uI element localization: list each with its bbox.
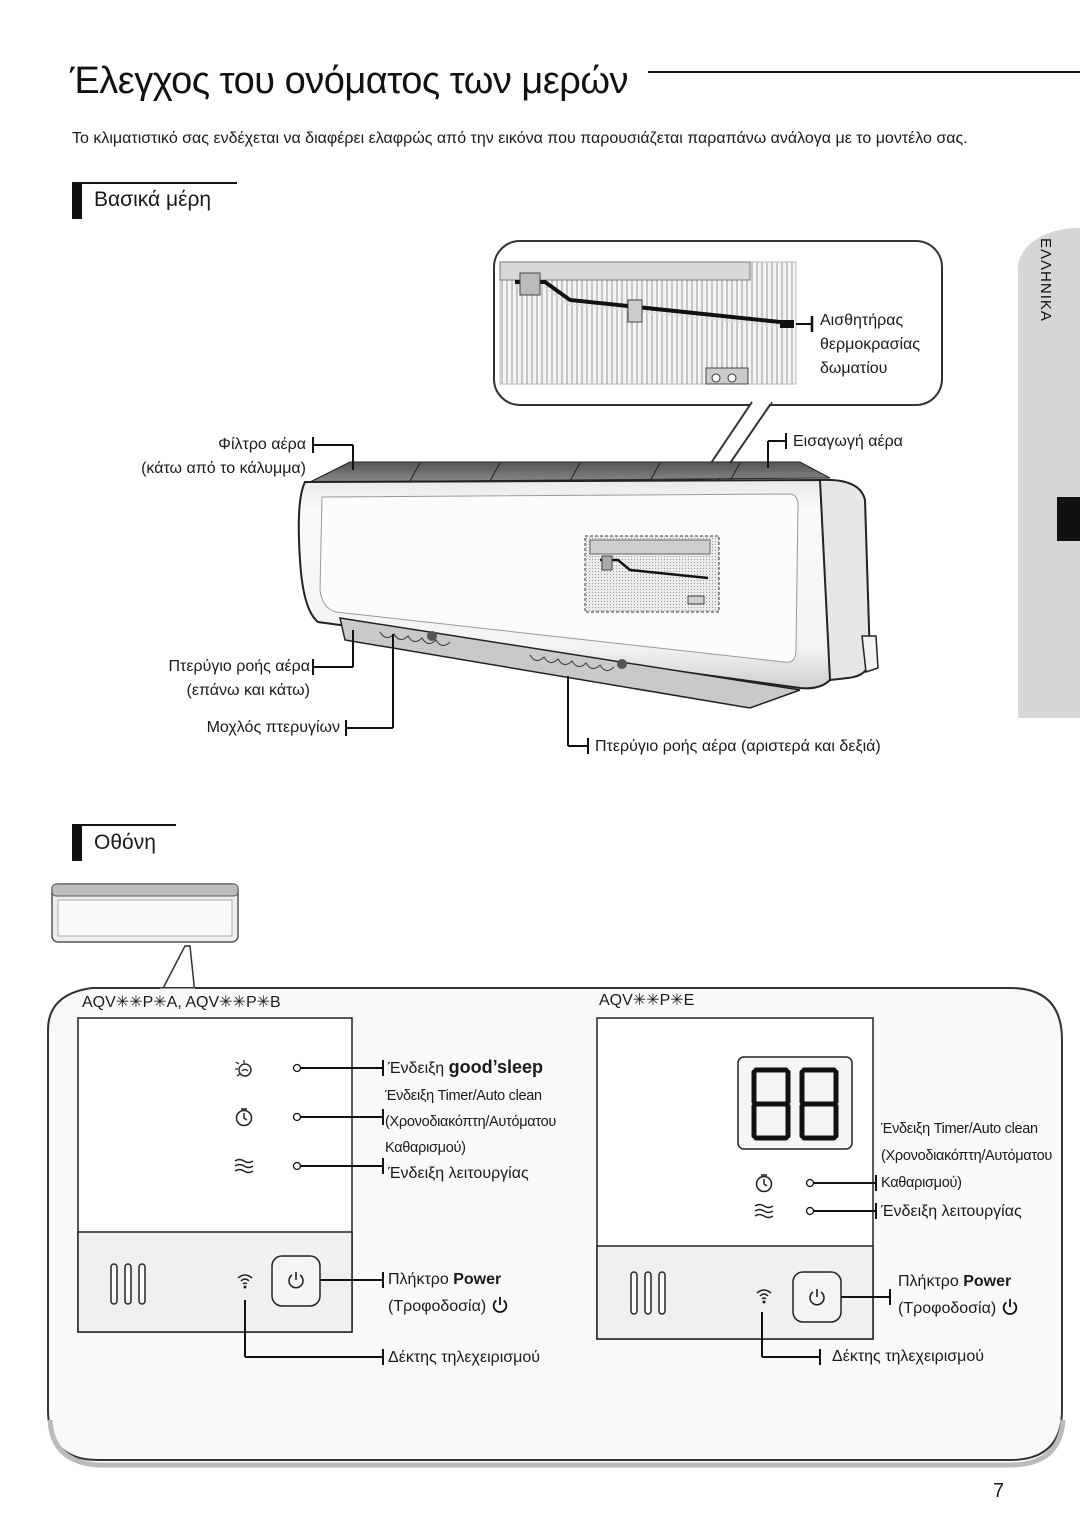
intro-text: Το κλιματιστικό σας ενδέχεται να διαφέρε… [72,130,968,147]
label-temp-sensor-3: δωματίου [820,360,888,377]
label-horizontal-blade: Πτερύγιο ροής αέρα (αριστερά και δεξιά) [595,738,881,755]
label-receiver: Δέκτης τηλεχειρισμού [388,1349,541,1366]
label-timer-e-1: Ένδειξη Timer/Auto clean [881,1121,1038,1137]
label-operation-e: Ένδειξη λειτουργίας [881,1203,1022,1220]
label-power-note-e: (Τροφοδοσία) [898,1298,1019,1320]
label-power: Πλήκτρο Power [388,1271,502,1288]
section-title-basic-parts: Βασικά μέρη [94,188,212,211]
segment-display [748,1066,844,1142]
label-timer-3: Καθαρισμού) [385,1140,466,1156]
indoor-unit-illustration [297,240,943,754]
language-tab-label: ΕΛΛΗΝΙΚΑ [1037,238,1054,322]
title-rule [648,71,1080,73]
label-good-sleep: Ένδειξη good’sleep [388,1057,543,1077]
remote-receiver-icon [755,1287,773,1305]
label-vertical-blade: Πτερύγιο ροής αέρα [168,658,310,675]
page-title: Έλεγχος του ονόματος των μερών [70,60,629,102]
good-sleep-icon [233,1058,255,1080]
page-number: 7 [993,1480,1005,1502]
section-marker [72,183,82,219]
power-icon [492,1296,507,1313]
language-tab-marker [1057,497,1080,541]
operation-icon [234,1158,254,1174]
label-blade-lever: Μοχλός πτερυγίων [206,719,340,736]
section-marker [72,825,82,861]
operation-icon [754,1203,774,1219]
section-title-display: Οθόνη [94,831,156,854]
timer-icon [754,1173,774,1193]
label-operation: Ένδειξη λειτουργίας [388,1165,529,1182]
label-air-filter: Φίλτρο αέρα [218,436,306,453]
label-temp-sensor-1: Αισθητήρας [820,312,904,329]
label-timer-2: (Χρονοδιακόπτη/Αυτόματου [385,1114,557,1130]
power-button[interactable] [807,1287,827,1307]
label-temp-sensor-2: θερμοκρασίας [820,336,920,353]
label-timer-e-3: Καθαρισμού) [881,1175,962,1191]
label-timer-e-2: (Χρονοδιακόπτη/Αυτόματου [881,1148,1053,1164]
timer-icon [234,1107,254,1127]
label-timer-1: Ένδειξη Timer/Auto clean [385,1088,542,1104]
section-rule [72,824,176,826]
label-receiver-e: Δέκτης τηλεχειρισμού [832,1348,985,1365]
label-air-inlet: Εισαγωγή αέρα [793,433,903,450]
model-label-e: AQV✳✳P✳E [599,992,695,1009]
label-vertical-blade-note: (επάνω και κάτω) [186,682,310,699]
power-button[interactable] [286,1270,306,1290]
power-icon [1002,1298,1017,1315]
language-tab [1018,228,1080,718]
section-rule [72,182,237,184]
label-air-filter-note: (κάτω από το κάλυμμα) [141,460,306,477]
remote-receiver-icon [236,1272,254,1290]
label-power-note: (Τροφοδοσία) [388,1296,509,1318]
model-label-a: AQV✳✳P✳A, AQV✳✳P✳B [82,994,281,1011]
label-power-e: Πλήκτρο Power [898,1273,1012,1290]
